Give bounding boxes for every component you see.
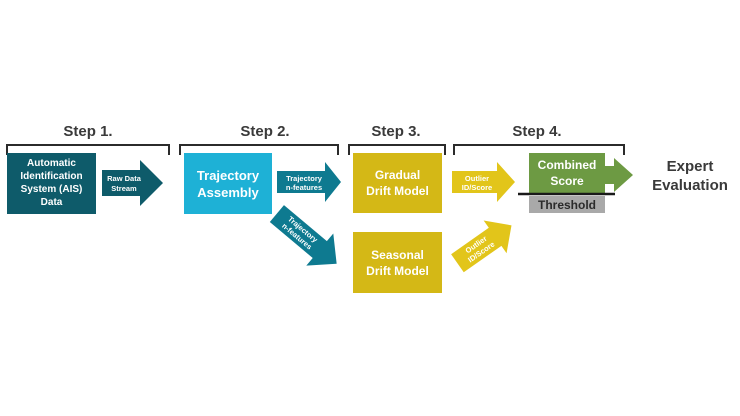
- step-4-label: Step 4.: [512, 123, 561, 140]
- seasonal-drift-model-node: Seasonal Drift Model: [353, 232, 442, 293]
- threshold-label: Threshold: [538, 198, 596, 212]
- threshold-node: Threshold: [518, 192, 615, 213]
- ais-data-node: Automatic Identification System (AIS) Da…: [7, 153, 96, 214]
- step-2-bracket: [179, 144, 339, 155]
- ais-data-line-3: System (AIS): [21, 184, 83, 195]
- trajectory-features-top-line-2: n-features: [286, 183, 322, 192]
- step-4-bracket: [453, 144, 625, 155]
- trajectory-assembly-line-1: Trajectory: [197, 168, 260, 183]
- step-2-label: Step 2.: [240, 123, 289, 140]
- outlier-top-line-2: ID/Score: [462, 183, 492, 192]
- step-1-bracket: [6, 144, 170, 155]
- gradual-drift-model-node: Gradual Drift Model: [353, 153, 442, 213]
- raw-data-stream-line-1: Raw Data: [107, 174, 142, 183]
- raw-data-stream-arrow: Raw Data Stream: [102, 160, 163, 206]
- outlier-top-line-1: Outlier: [465, 174, 489, 183]
- combined-score-node: Combined Score: [529, 153, 605, 193]
- expert-evaluation-line-2: Evaluation: [652, 177, 728, 194]
- ais-data-line-1: Automatic: [27, 158, 76, 169]
- seasonal-drift-line-1: Seasonal: [371, 248, 424, 262]
- ais-data-line-4: Data: [41, 197, 63, 208]
- expert-evaluation-node: Expert Evaluation: [652, 158, 728, 194]
- step-3-bracket: [348, 144, 446, 155]
- trajectory-assembly-line-2: Assembly: [197, 185, 259, 200]
- trajectory-assembly-node: Trajectory Assembly: [184, 153, 272, 214]
- trajectory-features-top-line-1: Trajectory: [286, 174, 323, 183]
- gradual-drift-line-2: Drift Model: [366, 184, 429, 198]
- step-1-label: Step 1.: [63, 123, 112, 140]
- outlier-score-arrow-top: Outlier ID/Score: [452, 162, 515, 202]
- to-expert-arrow: [605, 158, 633, 192]
- raw-data-stream-line-2: Stream: [111, 184, 137, 193]
- step-3-label: Step 3.: [371, 123, 420, 140]
- seasonal-drift-line-2: Drift Model: [366, 264, 429, 278]
- combined-score-line-1: Combined: [538, 158, 597, 172]
- outlier-score-arrow-diagonal: Outlier ID/Score: [451, 220, 512, 273]
- trajectory-features-arrow-diagonal: Trajectory n-features: [269, 205, 337, 266]
- gradual-drift-line-1: Gradual: [375, 168, 420, 182]
- trajectory-features-arrow-top: Trajectory n-features: [277, 162, 341, 202]
- ais-data-line-2: Identification: [20, 171, 82, 182]
- expert-evaluation-line-1: Expert: [667, 158, 714, 175]
- combined-score-line-2: Score: [550, 174, 584, 188]
